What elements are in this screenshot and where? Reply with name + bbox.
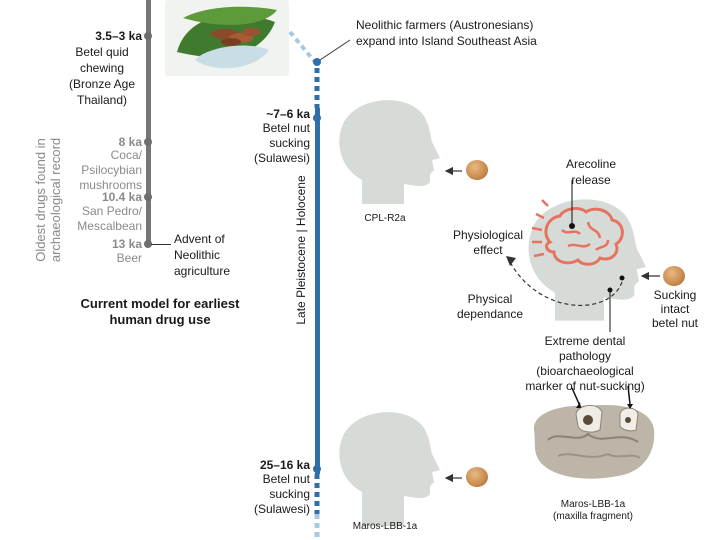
left-timeline-line	[146, 0, 151, 244]
neolithic-label: Advent of Neolithic agriculture	[174, 232, 231, 278]
austronesian-note: Neolithic farmers (Austronesians) expand…	[356, 18, 537, 48]
timeline-dot	[144, 32, 152, 40]
head-silhouette-cpl	[339, 100, 440, 204]
sucking-label: Sucking intact betel nut	[651, 288, 699, 330]
event-age-san-pedro: 10.4 ka	[101, 190, 142, 204]
head-silhouette-maros	[339, 412, 440, 526]
timeline-dot	[144, 138, 152, 146]
model-caption: Current model for earliest human drug us…	[80, 296, 240, 327]
betel-nut-icon	[466, 160, 488, 180]
event-label-7-6ka: Betel nut sucking (Sulawesi)	[253, 121, 310, 165]
maxilla-caption: (maxilla fragment)	[552, 511, 634, 522]
head-mechanism	[528, 199, 646, 321]
dental-label: Extreme dental pathology (bioarchaeologi…	[525, 334, 645, 393]
effect-marks	[531, 199, 549, 258]
betel-quid-photo	[165, 0, 289, 76]
timeline-dot	[313, 58, 321, 66]
physical-label: Physical dependance	[456, 292, 524, 321]
event-age-betel-quid: 3.5–3 ka	[95, 29, 142, 43]
specimen-label-maros: Maros-LBB-1a	[352, 521, 418, 532]
maxilla-name: Maros-LBB-1a	[560, 499, 626, 510]
event-label-beer: Beer	[116, 251, 142, 265]
event-age-25-16ka: 25–16 ka	[259, 458, 310, 472]
timeline-dot	[144, 193, 152, 201]
timeline-dot	[313, 465, 321, 473]
right-timeline-line	[315, 108, 320, 474]
physiological-label: Physiological effect	[452, 228, 524, 257]
arecoline-label: Arecoline release	[565, 157, 617, 187]
event-age-7-6ka: ~7–6 ka	[266, 107, 310, 121]
timeline-dot	[313, 114, 321, 122]
event-age-coca: 8 ka	[118, 135, 142, 149]
neolithic-leader	[151, 244, 171, 245]
brain-icon	[544, 207, 624, 266]
betel-nut-icon	[466, 467, 488, 487]
timeline-dot	[144, 240, 152, 248]
specimen-label-cpl: CPL-R2a	[364, 213, 406, 224]
betel-nut-icon	[663, 266, 685, 286]
event-label-25-16ka: Betel nut sucking (Sulawesi)	[253, 472, 310, 516]
event-label-san-pedro: San Pedro/ Mescalbean	[77, 204, 142, 233]
maxilla-photo	[533, 385, 655, 479]
event-age-beer: 13 ka	[111, 237, 142, 251]
event-label-coca: Coca/ Psilocybian mushrooms	[79, 148, 142, 192]
event-label-betel-quid: Betel quid chewing (Bronze Age Thailand)	[68, 45, 136, 107]
